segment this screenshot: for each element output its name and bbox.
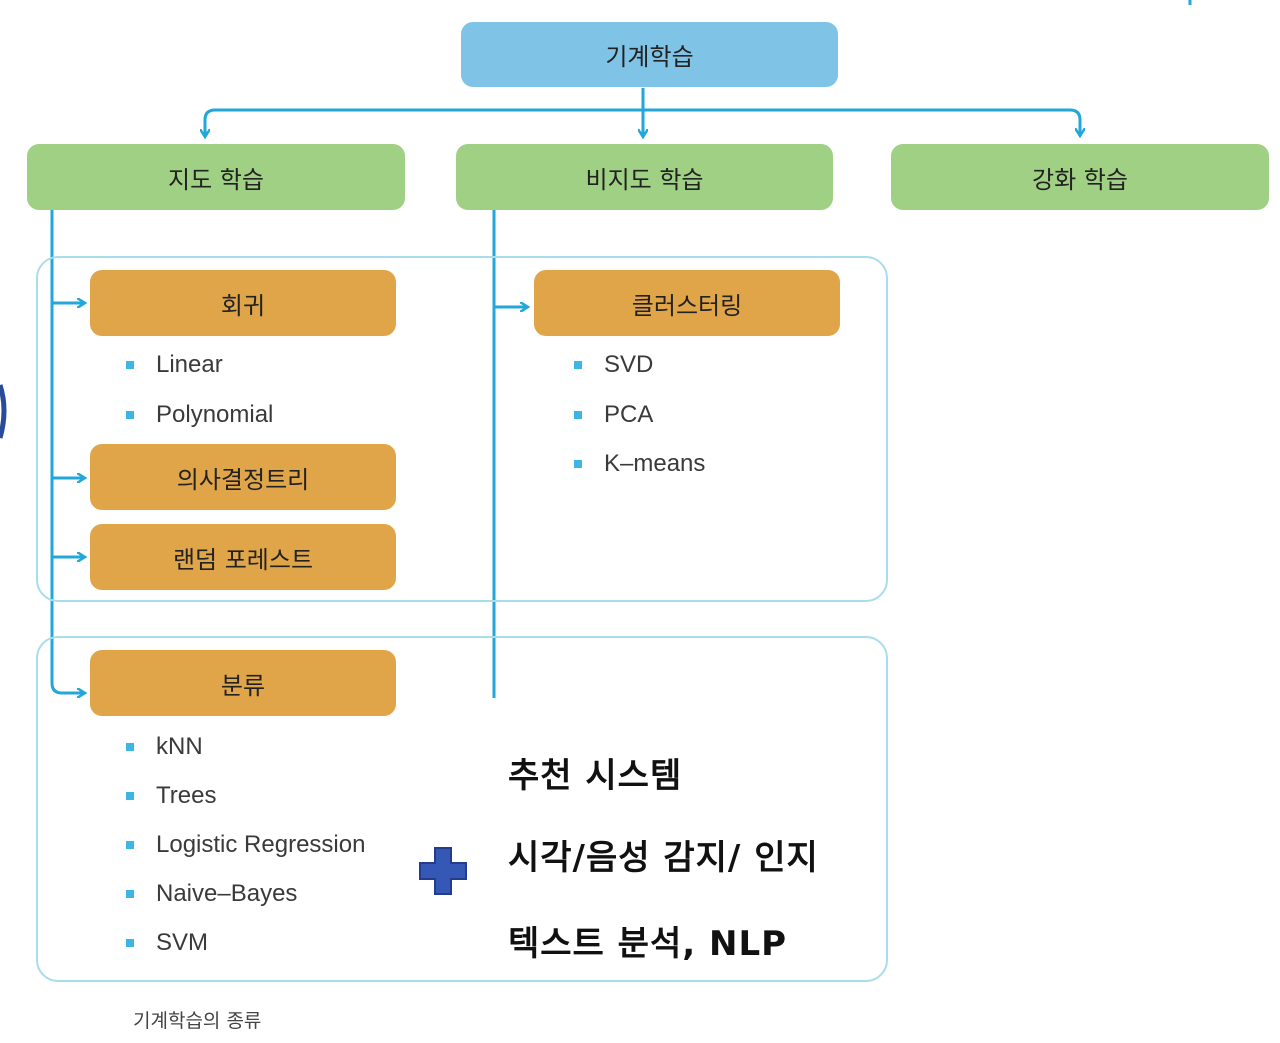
algorithm-classification: 분류 (90, 650, 396, 716)
algorithm-label: 분류 (220, 671, 266, 700)
bullet-icon (574, 460, 582, 468)
application-vision-speech: 시각/음성 감지/ 인지 (508, 838, 819, 878)
list-item: Logistic Regression (126, 831, 365, 859)
algorithm-regression: 회귀 (90, 270, 396, 336)
algorithm-label: 클러스터링 (631, 291, 743, 320)
item-label: Linear (156, 351, 223, 378)
list-item: PCA (574, 401, 653, 429)
figure-caption: 기계학습의 종류 (133, 1010, 262, 1032)
item-label: Trees (156, 782, 217, 809)
root-node: 기계학습 (461, 22, 838, 87)
algorithm-label: 의사결정트리 (176, 465, 310, 494)
plus-icon (419, 847, 467, 895)
item-label: Polynomial (156, 401, 274, 428)
bullet-icon (126, 743, 134, 751)
item-label: Naive–Bayes (156, 880, 298, 907)
item-label: SVD (604, 351, 654, 378)
item-label: kNN (156, 733, 203, 760)
bullet-icon (126, 411, 134, 419)
item-label: PCA (604, 401, 654, 428)
algorithm-random-forest: 랜덤 포레스트 (90, 524, 396, 590)
list-item: SVD (574, 351, 653, 379)
item-label: Logistic Regression (156, 831, 366, 858)
algorithm-decision-tree: 의사결정트리 (90, 444, 396, 510)
list-item: K–means (574, 450, 705, 478)
group-box-upper (36, 256, 888, 602)
list-item: Trees (126, 782, 216, 810)
list-item: Polynomial (126, 401, 273, 429)
category-supervised: 지도 학습 (27, 144, 405, 210)
category-label: 강화 학습 (1032, 165, 1128, 194)
bullet-icon (126, 890, 134, 898)
bullet-icon (574, 411, 582, 419)
algorithm-label: 회귀 (220, 291, 266, 320)
list-item: Linear (126, 351, 223, 379)
group-box-lower (36, 636, 888, 982)
application-recommendation: 추천 시스템 (508, 756, 683, 796)
bullet-icon (126, 939, 134, 947)
bullet-icon (126, 792, 134, 800)
application-text-nlp: 텍스트 분석, NLP (508, 924, 788, 964)
list-item: kNN (126, 733, 203, 761)
category-label: 비지도 학습 (585, 165, 704, 194)
list-item: SVM (126, 929, 208, 957)
bullet-icon (126, 361, 134, 369)
root-label: 기계학습 (605, 43, 694, 71)
list-item: Naive–Bayes (126, 880, 297, 908)
algorithm-clustering: 클러스터링 (534, 270, 840, 336)
item-label: K–means (604, 450, 706, 477)
bullet-icon (574, 361, 582, 369)
category-label: 지도 학습 (168, 165, 264, 194)
category-reinforcement: 강화 학습 (891, 144, 1269, 210)
category-unsupervised: 비지도 학습 (456, 144, 833, 210)
algorithm-label: 랜덤 포레스트 (172, 545, 314, 574)
bullet-icon (126, 841, 134, 849)
item-label: SVM (156, 929, 209, 956)
